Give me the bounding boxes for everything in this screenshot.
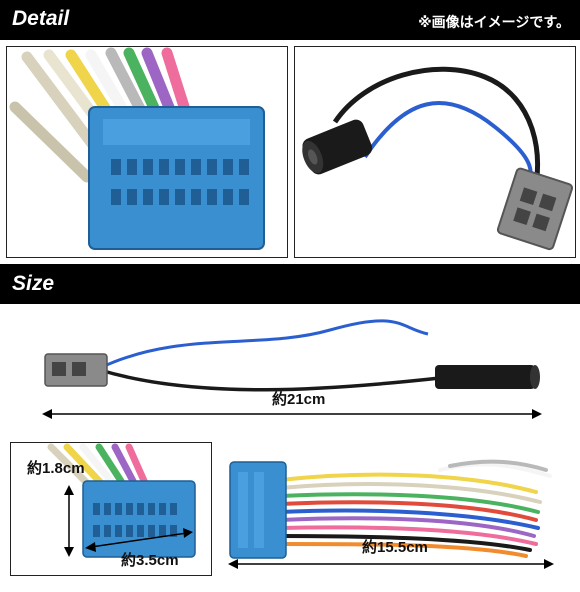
width-label: 約3.5cm [121,552,179,569]
cable-length-label: 約21cm [272,391,326,408]
image-note: ※画像はイメージです。 [418,14,570,30]
height-label: 約1.8cm [27,460,85,477]
connector-size-panel: 約1.8cm 約3.5cm [10,442,212,576]
size-title: Size [12,272,55,295]
size-header: Size [0,264,580,304]
blue-connector-closeup [6,46,288,258]
harness-length-label: 約15.5cm [362,539,428,556]
harness-length-diagram: 約15.5cm [220,440,580,592]
detail-header: Detail ※画像はイメージです。 [0,0,580,40]
cable-length-diagram: 約21cm [0,310,580,430]
antenna-adapter-closeup [294,46,576,258]
detail-title: Detail [12,7,70,30]
